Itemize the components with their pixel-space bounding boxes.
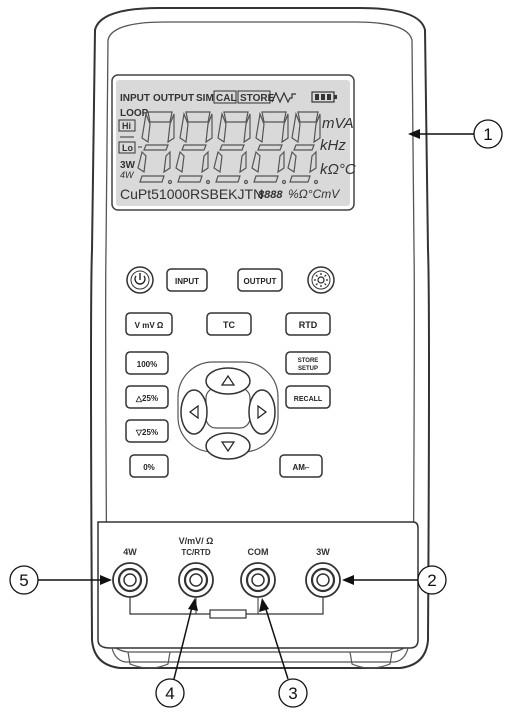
triangle-up-icon: [220, 374, 236, 386]
callout-2-number: 2: [427, 571, 436, 590]
jack-label-com: COM: [248, 547, 269, 557]
lcd-output-indicator: OUTPUT: [153, 93, 194, 104]
tc-button[interactable]: TC: [206, 312, 252, 336]
left-button[interactable]: [180, 389, 208, 435]
lcd-hi-indicator: Hi: [122, 121, 131, 131]
callout-1-number: 1: [483, 125, 492, 144]
jack-label-4w: 4W: [123, 547, 137, 557]
triangle-down-icon: [220, 441, 236, 453]
lcd-unit-khz: kHz: [320, 137, 346, 154]
percent-0-button[interactable]: 0%: [129, 454, 169, 478]
lcd-cal-indicator: CAL: [216, 93, 237, 104]
lcd-hi-box: [118, 119, 136, 132]
jack-4w[interactable]: [112, 562, 148, 598]
v-mv-ohm-label: V mV Ω: [135, 321, 164, 330]
backlight-button[interactable]: [307, 266, 335, 294]
lcd-lo-indicator: Lo: [122, 143, 133, 153]
percent-100-button[interactable]: 100%: [125, 351, 169, 375]
ramp-button-label: AM⌐: [292, 463, 309, 472]
callout-1: 1: [408, 119, 503, 149]
callout-3: 3: [259, 598, 308, 708]
sun-icon: [314, 273, 328, 287]
lcd-sim-indicator: SIM: [196, 93, 214, 104]
rtd-button[interactable]: RTD: [285, 312, 331, 336]
step-down-25-label: ▽25%: [135, 428, 158, 437]
lcd-unit-mva: mVA: [322, 115, 354, 132]
lcd-small-units: %Ω°CmV: [288, 187, 340, 201]
lcd-4w-indicator: 4W: [120, 170, 135, 180]
lcd-store-indicator: STORE: [240, 93, 275, 104]
ramp-button[interactable]: AM⌐: [279, 454, 323, 478]
lcd-seven-segment-digits: [137, 111, 321, 185]
store-setup-button[interactable]: STORE SETUP: [285, 351, 331, 375]
callout-2: 2: [342, 565, 447, 595]
output-button-label: OUTPUT: [244, 277, 277, 286]
jack-3w[interactable]: [305, 562, 341, 598]
foot-left: [127, 651, 171, 669]
callout-4: 4: [155, 598, 198, 708]
lcd-lo-box: [118, 141, 136, 154]
step-down-25-button[interactable]: ▽25%: [125, 419, 169, 443]
lcd-battery-icon: [311, 91, 337, 103]
down-button[interactable]: [205, 432, 251, 460]
jack-label-tcrtd: TC/RTD: [181, 548, 211, 557]
store-label: STORE: [298, 358, 319, 364]
recall-button[interactable]: RECALL: [285, 385, 331, 409]
recall-button-label: RECALL: [294, 396, 323, 403]
lcd-store-box: [237, 90, 271, 104]
v-mv-ohm-button[interactable]: V mV Ω: [125, 312, 173, 336]
percent-100-label: 100%: [137, 360, 157, 369]
jack-bracket-center: [209, 609, 247, 619]
lcd-ramp-icon: [271, 91, 296, 104]
lcd-cal-box: [213, 90, 237, 104]
jack-label-3w: 3W: [316, 547, 330, 557]
lcd-screen: [116, 80, 350, 206]
callout-3-number: 3: [288, 684, 297, 703]
callout-4-number: 4: [165, 684, 174, 703]
jack-bracket: [129, 598, 324, 615]
tc-button-label: TC: [223, 320, 235, 330]
percent-0-label: 0%: [143, 463, 155, 472]
right-button[interactable]: [248, 389, 276, 435]
jack-com[interactable]: [240, 562, 276, 598]
lcd-3w-indicator: 3W: [120, 160, 136, 171]
rtd-button-label: RTD: [299, 320, 318, 330]
lcd-small-digits: 8888: [258, 189, 283, 201]
step-up-25-label: △25%: [135, 394, 158, 403]
foot-right: [349, 651, 393, 669]
output-button[interactable]: OUTPUT: [237, 268, 283, 292]
jack-vmv-tc-rtd[interactable]: [178, 562, 214, 598]
triangle-left-icon: [189, 404, 199, 420]
lcd-input-indicator: INPUT: [120, 93, 150, 104]
lcd-loop-indicator: LOOP: [120, 108, 149, 119]
step-up-25-button[interactable]: △25%: [125, 385, 169, 409]
input-button[interactable]: INPUT: [166, 268, 208, 292]
callout-5-number: 5: [19, 571, 28, 590]
up-button[interactable]: [205, 367, 251, 395]
power-icon: [134, 275, 146, 285]
callout-5: 5: [9, 565, 112, 595]
triangle-right-icon: [257, 404, 267, 420]
jack-label-vmv: V/mV/ Ω: [179, 536, 214, 546]
power-button[interactable]: [126, 266, 154, 294]
setup-label: SETUP: [298, 366, 318, 372]
lcd-sensor-types: CuPt51000RSBEKJTN: [120, 186, 263, 202]
lcd-unit-kohm: kΩ°C: [320, 161, 356, 178]
input-button-label: INPUT: [175, 277, 199, 286]
